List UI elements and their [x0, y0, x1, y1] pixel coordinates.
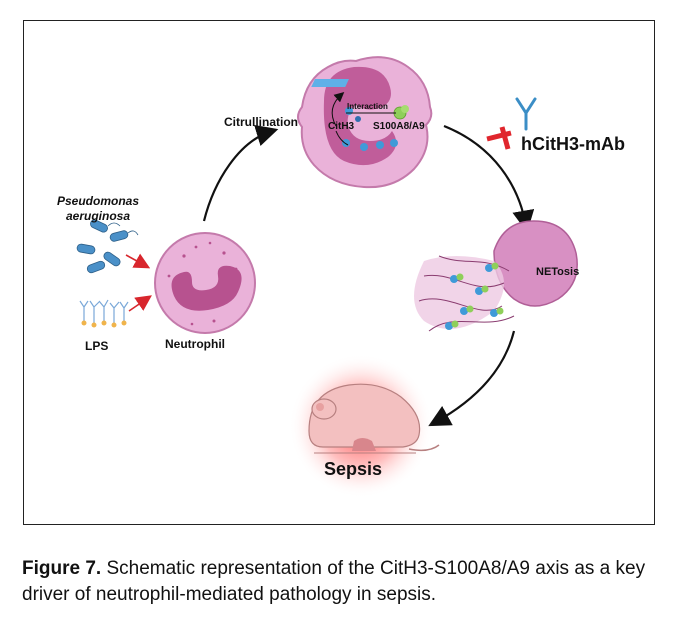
netosis-cell: [414, 220, 578, 332]
cith3-label: CitH3: [328, 121, 355, 132]
antibody-icon: [515, 97, 537, 131]
inhibition-icon: [486, 126, 512, 150]
red-arrow-lps: [128, 295, 152, 312]
lps-icon: [79, 299, 129, 328]
citrullinated-neutrophil-cell: [297, 56, 433, 189]
pseudomonas-bacteria-icon: [76, 219, 139, 274]
arrow-neutrophil-to-citrullination: [202, 124, 279, 222]
figure-caption: Figure 7. Schematic representation of th…: [22, 556, 662, 608]
lps-label: LPS: [85, 339, 109, 353]
antibody-label: hCitH3-mAb: [521, 134, 625, 154]
diagram-canvas: [76, 56, 578, 498]
s100a8-a9-label: S100A8/A9: [373, 121, 425, 132]
caption-figure-number: Figure 7.: [22, 558, 102, 579]
sepsis-label: Sepsis: [324, 459, 383, 479]
figure-frame: Pseudomonas aeruginosa LPS Neutrophil Ci…: [23, 20, 655, 525]
arrow-netosis-to-sepsis: [428, 330, 516, 427]
citrullination-label: Citrullination: [224, 115, 298, 129]
interaction-label: Interaction: [347, 102, 388, 111]
caption-text: Schematic representation of the CitH3-S1…: [22, 558, 646, 605]
neutrophil-label: Neutrophil: [165, 337, 225, 351]
netosis-label: NETosis: [536, 266, 580, 278]
neutrophil-cell: [154, 232, 256, 334]
red-arrow-pathogen: [125, 253, 151, 269]
sepsis-mouse-icon: [289, 354, 440, 498]
arrow-citrullination-to-netosis: [443, 124, 535, 233]
pathogen-label-line2: aeruginosa: [66, 209, 131, 223]
net-cith3-s100-complexes: [445, 262, 504, 330]
pathogen-label-line1: Pseudomonas: [57, 194, 140, 208]
s100a8-a9-icon: [393, 105, 409, 120]
